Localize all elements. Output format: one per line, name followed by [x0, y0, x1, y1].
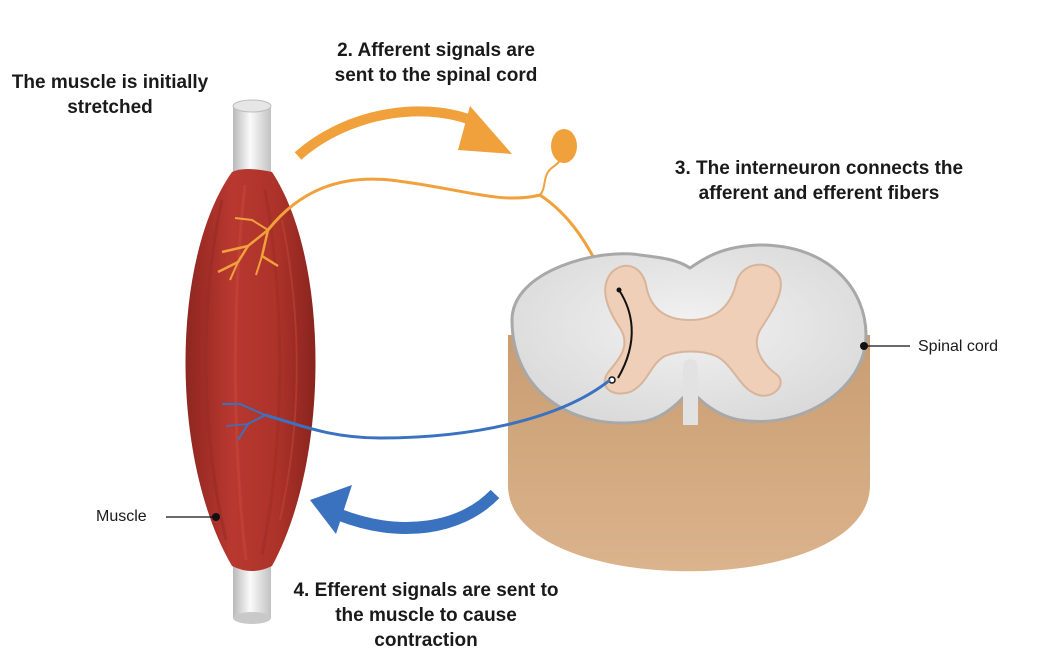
efferent-fiber [222, 378, 611, 441]
muscle-leader-line [166, 513, 220, 521]
muscle-upper-tendon [232, 99, 272, 180]
step3-label: 3. The interneuron connects the afferent… [674, 158, 964, 204]
spinal-cord-leader-line [860, 342, 910, 350]
muscle-label: Muscle [96, 508, 147, 525]
interneuron [617, 289, 633, 379]
muscle-belly [185, 169, 316, 571]
afferent-cell-body [551, 129, 577, 163]
step4-label: 4. Efferent signals are sent to the musc… [293, 580, 559, 651]
afferent-fiber [217, 159, 612, 293]
grey-matter [603, 263, 782, 397]
spinal-cord-label: Spinal cord [918, 338, 999, 355]
step2-label: 2. Afferent signals are sent to the spin… [334, 40, 538, 86]
spinal-cord [508, 243, 870, 572]
step1-label: The muscle is initially stretched [11, 72, 209, 118]
efferent-arrow [310, 485, 500, 534]
afferent-arrow [294, 106, 512, 160]
